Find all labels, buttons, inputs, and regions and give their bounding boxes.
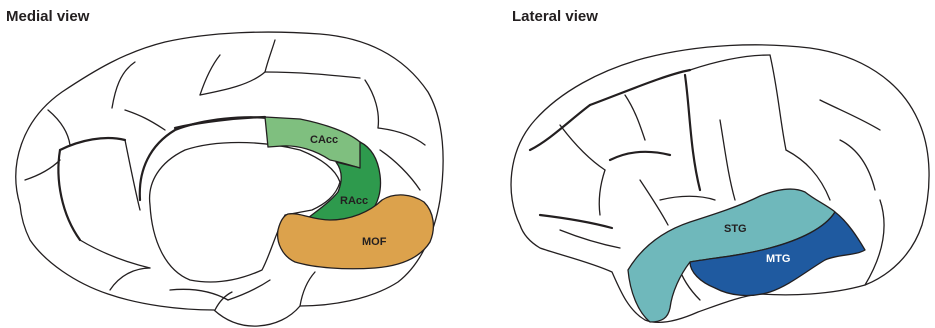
medial-sulcus-17: [170, 289, 228, 300]
medial-sulcus-7: [265, 72, 360, 78]
lateral-sulcus-9: [840, 140, 875, 190]
label-racc: RAcc: [340, 195, 368, 207]
lateral-sulcus-16: [660, 196, 715, 200]
lateral-sulcus-14: [540, 215, 612, 228]
medial-sulcus-15: [125, 140, 140, 210]
lateral-sulcus-2: [590, 70, 690, 105]
lateral-sulcus-13: [640, 180, 668, 225]
label-mtg: MTG: [766, 253, 790, 265]
lateral-sulcus-15: [560, 230, 620, 248]
lateral-sulcus-20: [625, 95, 645, 140]
label-stg: STG: [724, 223, 747, 235]
medial-sulcus-16: [110, 268, 150, 290]
medial-sulcus-8: [365, 80, 378, 128]
medial-sulcus-20: [300, 272, 315, 306]
lateral-sulcus-1: [530, 105, 590, 150]
lateral-sulcus-10: [560, 125, 605, 170]
medial-brain: CAcc RAcc MOF: [16, 32, 443, 326]
lateral-sulcus-8: [820, 100, 880, 130]
lateral-sulcus-6: [720, 120, 735, 200]
medial-sulcus-14: [80, 240, 150, 268]
medial-sulcus-9: [378, 128, 425, 145]
lateral-brain: STG MTG: [511, 45, 929, 323]
medial-sulcus-3: [112, 62, 135, 108]
medial-sulcus-12: [58, 150, 80, 240]
lateral-sulcus-5: [685, 75, 700, 190]
medial-sulcus-4: [200, 55, 220, 95]
medial-sulcus-2: [125, 110, 165, 130]
lateral-sulcus-17: [865, 200, 884, 285]
lateral-sulcus-11: [610, 152, 670, 160]
medial-sulcus-6: [200, 72, 265, 95]
medial-sulcus-10: [380, 150, 420, 190]
medial-sulcus-5: [265, 40, 275, 72]
lateral-sulcus-3: [690, 55, 770, 70]
lateral-sulcus-12: [599, 170, 605, 215]
medial-sulcus-13: [25, 160, 60, 180]
label-cacc: CAcc: [310, 134, 338, 146]
label-mof: MOF: [362, 236, 387, 248]
medial-sulcus-18: [228, 280, 270, 300]
lateral-sulcus-4: [770, 55, 786, 150]
medial-sulcus-21: [48, 110, 70, 145]
